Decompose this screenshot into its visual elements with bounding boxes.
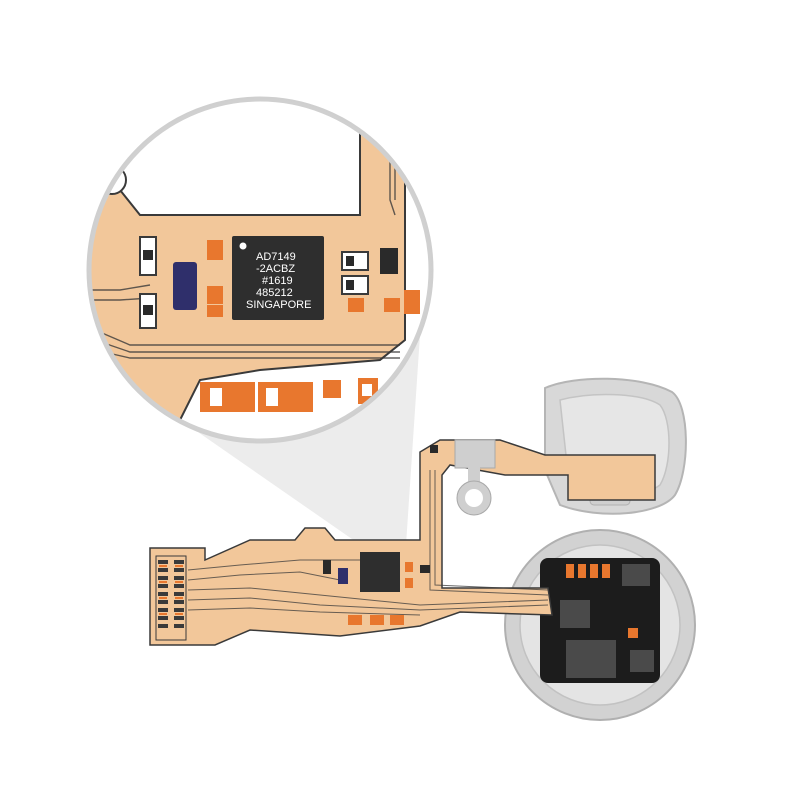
magnifier-callout: AD7149 -2ACBZ #1619 485212 SINGAPORE — [86, 96, 434, 444]
chip-line-2: -2ACBZ — [256, 263, 295, 275]
inductor — [173, 262, 197, 310]
controller-chip-small — [360, 552, 400, 592]
chip-line-3: #1619 — [262, 275, 293, 287]
resistor-large-1 — [200, 382, 255, 412]
chip-line-1: AD7149 — [256, 251, 296, 263]
flex-pcb-lower — [149, 439, 656, 646]
touch-sensor-button — [504, 529, 696, 721]
ad7149-chip: AD7149 -2ACBZ #1619 485212 SINGAPORE — [232, 236, 324, 320]
chip-line-4: 485212 — [256, 287, 293, 299]
chip-line-5: SINGAPORE — [246, 299, 311, 311]
ring-terminal — [454, 439, 496, 516]
